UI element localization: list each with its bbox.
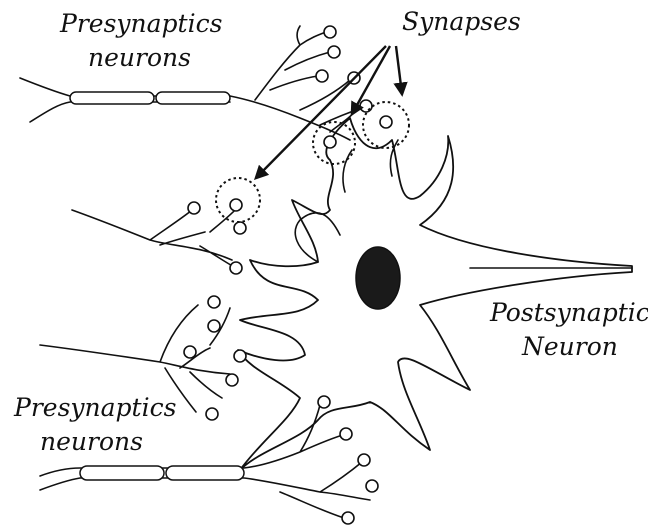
myelin-sheath — [156, 92, 230, 104]
bouton — [230, 199, 242, 211]
postsynaptic-soma — [238, 118, 632, 470]
presynaptic-top-label-line2: neurons — [88, 43, 191, 72]
axon-left — [72, 205, 240, 268]
bouton — [184, 346, 196, 358]
bouton — [328, 46, 340, 58]
bouton — [318, 396, 330, 408]
presynaptic-bottom-label-line2: neurons — [40, 427, 143, 456]
bouton — [188, 202, 200, 214]
presynaptic-top-label-line1: Presynaptics — [59, 9, 222, 38]
bouton — [316, 70, 328, 82]
synapses-label: Synapses — [402, 7, 521, 36]
bouton — [380, 116, 392, 128]
bouton — [340, 428, 352, 440]
bouton — [342, 512, 354, 524]
axon-terminal-branches — [255, 26, 362, 132]
bouton — [226, 374, 238, 386]
bouton — [234, 222, 246, 234]
arrow-to-right-synapse — [396, 46, 402, 94]
bouton — [206, 408, 218, 420]
bouton — [324, 26, 336, 38]
bouton — [358, 454, 370, 466]
myelin-sheath — [166, 466, 244, 480]
bouton — [234, 350, 246, 362]
bouton — [208, 296, 220, 308]
nucleus — [356, 247, 400, 309]
myelin-sheath — [70, 92, 154, 104]
bouton — [366, 480, 378, 492]
bouton — [230, 262, 242, 274]
myelin-sheath — [80, 466, 164, 480]
axon-top-lower — [30, 102, 230, 122]
postsynaptic-neuron — [238, 118, 632, 470]
bouton — [324, 136, 336, 148]
postsynaptic-label-line2: Neuron — [521, 332, 618, 361]
presynaptic-neuron-left — [72, 199, 246, 274]
bouton — [208, 320, 220, 332]
bouton — [360, 100, 372, 112]
presynaptic-neuron-top — [20, 26, 392, 148]
presynaptic-bottom-label-line1: Presynaptics — [13, 393, 176, 422]
postsynaptic-label-line1: Postsynaptic — [489, 298, 648, 327]
